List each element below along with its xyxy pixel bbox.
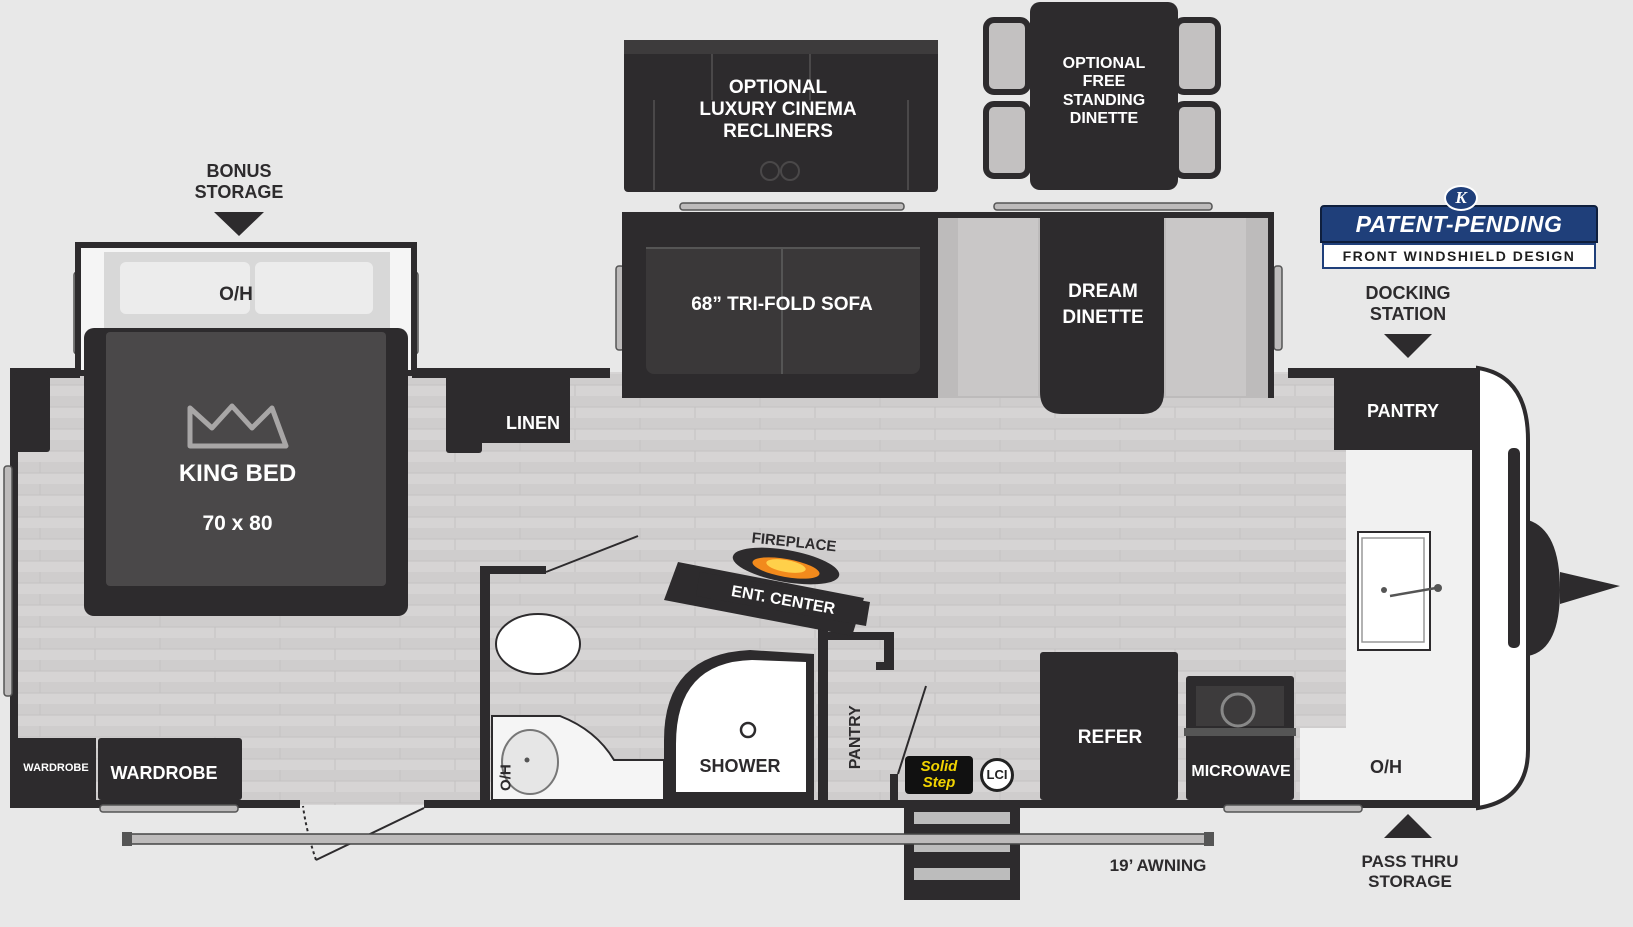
pass-thru-label: PASS THRU STORAGE [1361, 852, 1459, 891]
bath-door-line [545, 535, 639, 573]
recliners-label: OPTIONAL LUXURY CINEMA RECLINERS [699, 77, 857, 142]
pass-thru-arrow [1384, 814, 1432, 838]
docking-station-label: DOCKING STATION [1365, 283, 1451, 324]
free-standing-dinette [983, 2, 1221, 190]
linen-cabinet [478, 375, 570, 443]
wardrobe-label: WARDROBE [110, 763, 218, 783]
shower-label: SHOWER [699, 756, 781, 776]
toilet [495, 613, 581, 675]
linen-label: LINEN [506, 413, 560, 433]
patent-pending-badge: PATENT-PENDING DESIGN FRONT WINDSHIELD D… [1320, 185, 1598, 271]
bed-overhead-label: O/H [219, 284, 253, 305]
wardrobe-small-label: WARDROBE [23, 762, 89, 774]
bath-overhead-label: O/H [497, 764, 515, 791]
king-bed [84, 328, 408, 616]
entertainment-center [664, 547, 870, 636]
entry-steps [904, 800, 1020, 900]
awning-label: 19’ AWNING [1109, 856, 1207, 875]
solid-step-logo: Solid Step [905, 756, 973, 794]
bedroom-door [302, 805, 425, 861]
sofa-label: 68” TRI-FOLD SOFA [691, 294, 873, 315]
wardrobes [16, 738, 242, 800]
kitchen-sink [1357, 531, 1442, 651]
bedroom-nightstands [14, 372, 482, 453]
shower [664, 650, 814, 800]
front-cap [1476, 365, 1620, 811]
bed-size-label: 70 x 80 [202, 512, 273, 535]
refrigerator [1040, 652, 1178, 800]
kitchen-overhead-label: O/H [1369, 757, 1402, 777]
microwave-range [1184, 676, 1296, 800]
brand-logo-icon: K [1444, 185, 1478, 211]
refer-label: REFER [1077, 727, 1143, 748]
bonus-storage-arrow [214, 212, 264, 236]
docking-station-arrow [1384, 334, 1432, 358]
bonus-storage-label: BONUS STORAGE [194, 161, 284, 202]
lci-logo-icon: LCI [980, 758, 1014, 792]
bathroom-walls [480, 566, 898, 804]
microwave-label: MICROWAVE [1191, 763, 1291, 780]
free-dinette-label: OPTIONAL FREE STANDING DINETTE [1062, 55, 1146, 128]
king-bed-label: KING BED [178, 460, 297, 487]
front-pantry-label: PANTRY [1367, 401, 1439, 421]
bath-pantry-label: PANTRY [846, 705, 864, 770]
cinema-recliners [624, 40, 938, 192]
pantry-door-line [897, 685, 927, 775]
dream-dinette-label: DREAM DINETTE [1062, 281, 1144, 328]
living-slideout [622, 212, 1274, 414]
awning [122, 832, 1214, 846]
front-pantry [1334, 374, 1472, 450]
badge-subtitle: FRONT WINDSHIELD DESIGN [1322, 243, 1596, 269]
